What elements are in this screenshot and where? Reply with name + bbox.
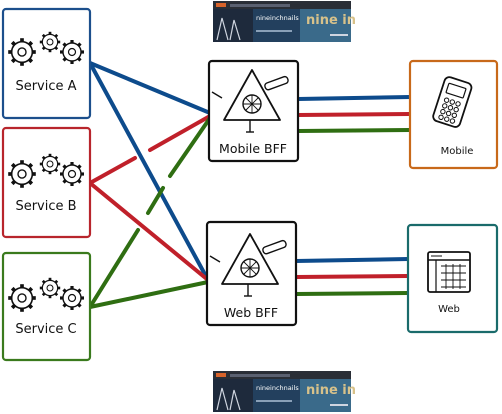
line-web-bff-red: [294, 274, 410, 279]
service-c-label: Service C: [15, 322, 76, 337]
service-b-label: Service B: [15, 199, 76, 214]
top-banner-site: nineinchnails: [256, 14, 299, 22]
line-service-c-to-mobile-seg3: [168, 116, 212, 178]
web-client-node: Web: [406, 223, 499, 334]
bottom-banner-site: nineinchnails: [256, 384, 299, 392]
line-service-b-to-mobile-seg2: [148, 114, 212, 152]
line-service-c-to-mobile-seg2: [146, 186, 165, 215]
mobile-bff-label: Mobile BFF: [219, 141, 287, 156]
client-connections: [294, 95, 412, 296]
line-mobile-bff-red: [296, 112, 412, 117]
bottom-banner-image: nineinchnails nine in: [213, 371, 356, 412]
browser-icon: [427, 251, 471, 293]
phone-icon: [432, 76, 473, 128]
web-bff-node: Web BFF: [205, 220, 298, 327]
bottom-banner-big-text: nine in: [306, 383, 356, 398]
web-client-label: Web: [438, 304, 460, 315]
top-banner-big-text: nine in: [306, 13, 356, 28]
line-web-bff-green: [294, 291, 410, 296]
top-banner-image: nineinchnails nine in: [213, 1, 356, 42]
mobile-client-node: Mobile: [408, 59, 499, 170]
web-bff-label: Web BFF: [224, 305, 278, 320]
line-service-c-to-mobile-seg1: [88, 228, 140, 309]
service-c-node: Service C: [1, 251, 92, 362]
service-a-node: Service A: [1, 7, 92, 120]
line-service-a-to-mobile: [88, 61, 212, 115]
mobile-client-label: Mobile: [441, 146, 474, 157]
service-b-node: Service B: [1, 126, 92, 239]
line-service-c-to-web: [88, 280, 210, 309]
line-service-a-to-web: [88, 61, 210, 282]
service-connections: [88, 61, 212, 309]
mobile-bff-node: Mobile BFF: [207, 59, 300, 163]
line-service-b-to-web: [88, 181, 210, 282]
service-a-label: Service A: [15, 79, 76, 94]
line-web-bff-blue: [294, 257, 410, 263]
line-service-b-to-mobile-seg1: [88, 156, 137, 185]
line-mobile-bff-blue: [296, 95, 412, 101]
line-mobile-bff-green: [296, 128, 412, 133]
